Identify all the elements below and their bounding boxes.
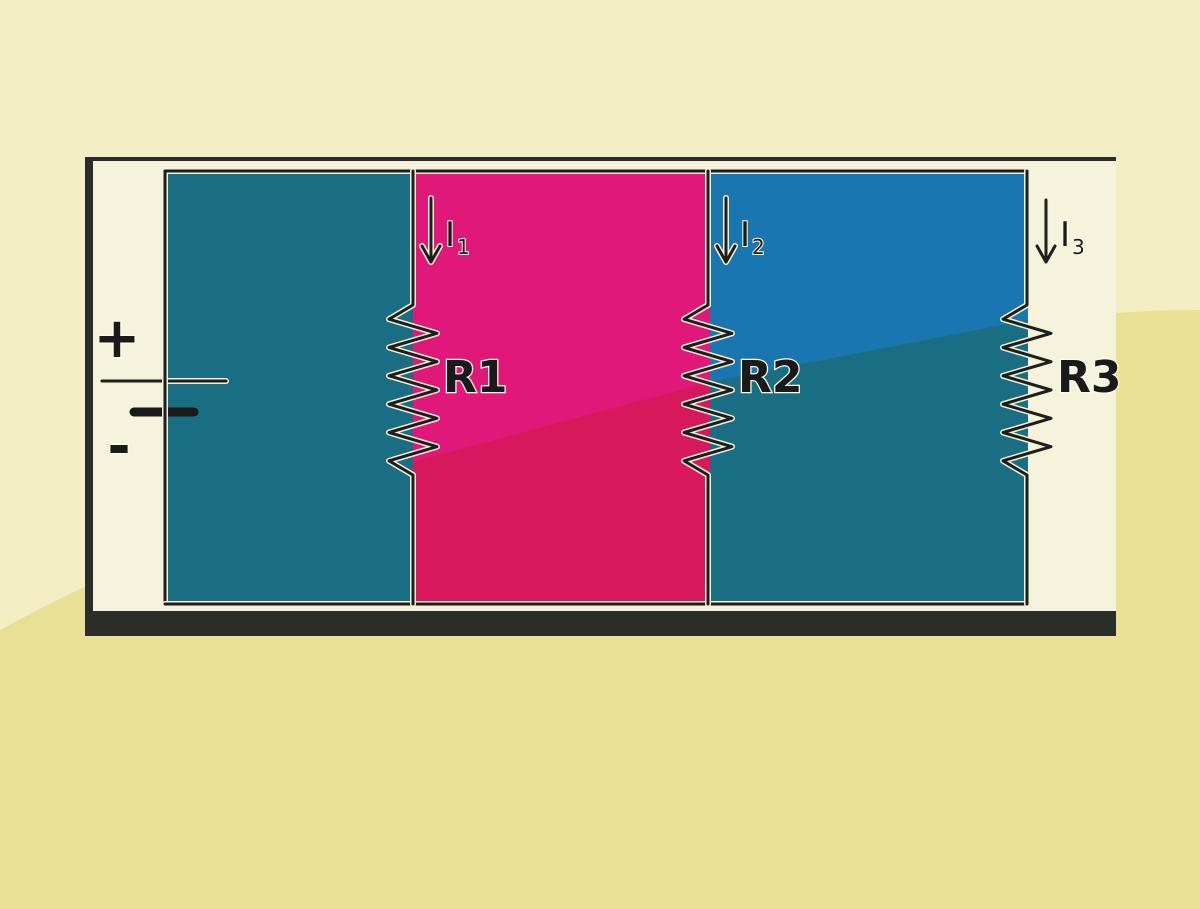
resistor-1-label: R1 (443, 352, 508, 403)
current-1-label: I (445, 215, 455, 255)
current-2-arrow (715, 196, 737, 264)
resistor-3-label: R3 (1057, 352, 1122, 403)
resistor-1-symbol (387, 169, 439, 606)
current-2-label: I (740, 215, 750, 255)
current-1-subscript: 1 (457, 235, 470, 259)
current-3-subscript: 3 (1072, 235, 1085, 259)
region-r1-r2-light (413, 171, 710, 462)
battery-minus-label: - (107, 414, 130, 479)
region-battery (165, 171, 413, 604)
battery-plus-label: + (94, 306, 141, 371)
current-1-arrow (420, 196, 442, 264)
current-3-arrow (1035, 198, 1057, 264)
current-3-label: I (1060, 215, 1070, 255)
region-r2-r3-blue (710, 171, 1028, 382)
resistor-3-symbol (1001, 169, 1053, 606)
resistor-2-label: R2 (738, 352, 803, 403)
current-2-subscript: 2 (752, 235, 765, 259)
circuit-wires (162, 168, 1031, 607)
resistor-2-symbol (682, 169, 734, 606)
